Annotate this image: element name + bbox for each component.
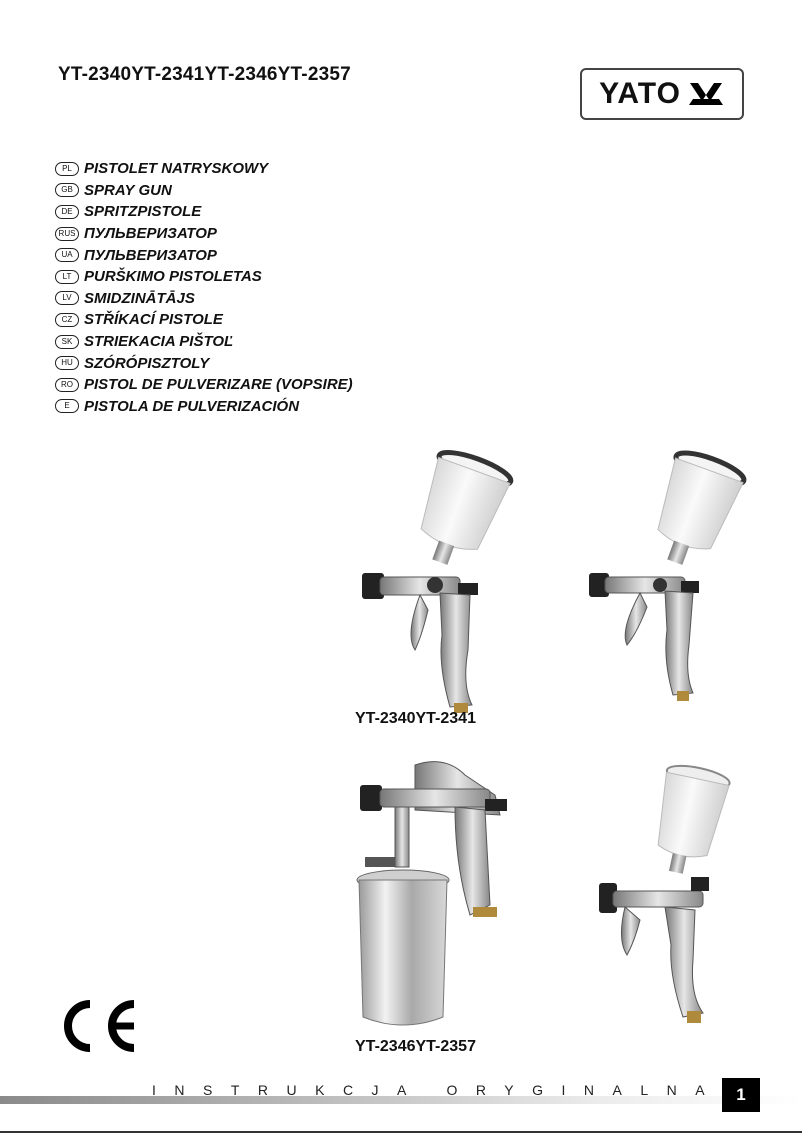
lang-title: PISTOLET NATRYSKOWY	[84, 160, 269, 178]
list-item: CZ STŘÍKACÍ PISTOLE	[55, 309, 353, 331]
list-item: UA ПУЛЬВЕРИЗАТОР	[55, 244, 353, 266]
list-item: GB SPRAY GUN	[55, 180, 353, 202]
lang-code-badge: DE	[55, 204, 79, 219]
lang-title: SMIDZINĀTĀJS	[84, 289, 195, 307]
lang-code-badge: LT	[55, 269, 79, 284]
lang-title: SZÓRÓPISZTOLY	[84, 354, 210, 372]
page-title: YT-2340YT-2341YT-2346YT-2357	[58, 64, 351, 85]
lang-code-badge: E	[55, 399, 79, 414]
lang-title: SPRITZPISTOLE	[84, 203, 202, 221]
list-item: LT PURŠKIMO PISTOLETAS	[55, 266, 353, 288]
lang-title: ПУЛЬВЕРИЗАТОР	[84, 246, 217, 264]
list-item: PL PISTOLET NATRYSKOWY	[55, 158, 353, 180]
list-item: SK STRIEKACIA PIŠTOĽ	[55, 331, 353, 353]
yato-mark-icon	[688, 83, 723, 105]
lang-title: PISTOLA DE PULVERIZACIÓN	[84, 397, 300, 415]
spray-gun-image	[356, 761, 507, 1026]
list-item: RUS ПУЛЬВЕРИЗАТОР	[55, 223, 353, 245]
lang-code-badge: RO	[55, 377, 79, 392]
lang-code-badge: CZ	[55, 312, 79, 327]
model-caption-top: YT-2340YT-2341	[355, 710, 476, 727]
footer-label: INSTRUKCJA ORYGINALNA	[152, 1082, 724, 1098]
lang-code-badge: GB	[55, 183, 79, 198]
list-item: E PISTOLA DE PULVERIZACIÓN	[55, 396, 353, 418]
list-item: HU SZÓRÓPISZTOLY	[55, 352, 353, 374]
bottom-divider	[0, 1131, 802, 1133]
brand-name: YATO	[599, 77, 681, 110]
lang-title: SPRAY GUN	[84, 181, 172, 199]
ce-mark-icon	[64, 1000, 135, 1052]
lang-code-badge: UA	[55, 248, 79, 263]
lang-title: STRIEKACIA PIŠTOĽ	[84, 333, 234, 351]
lang-code-badge: HU	[55, 356, 79, 371]
list-item: LV SMIDZINĀTĀJS	[55, 288, 353, 310]
lang-code-badge: PL	[55, 161, 79, 176]
lang-title: STŘÍKACÍ PISTOLE	[84, 311, 223, 329]
lang-title: ПУЛЬВЕРИЗАТОР	[84, 225, 217, 243]
model-caption-bottom: YT-2346YT-2357	[355, 1038, 476, 1055]
spray-gun-image	[362, 449, 514, 713]
lang-code-badge: RUS	[55, 226, 79, 241]
spray-gun-image	[599, 764, 731, 1023]
language-list: PL PISTOLET NATRYSKOWY GB SPRAY GUN DE SPRI…	[55, 158, 353, 417]
page-number: 1	[722, 1078, 760, 1112]
lang-code-badge: SK	[55, 334, 79, 349]
lang-title: PISTOL DE PULVERIZARE (VOPSIRE)	[84, 376, 353, 394]
spray-gun-image	[589, 450, 747, 701]
list-item: DE SPRITZPISTOLE	[55, 201, 353, 223]
yato-logo: YATO	[580, 68, 744, 120]
list-item: RO PISTOL DE PULVERIZARE (VOPSIRE)	[55, 374, 353, 396]
footer-divider	[0, 1096, 802, 1104]
lang-code-badge: LV	[55, 291, 79, 306]
lang-title: PURŠKIMO PISTOLETAS	[84, 268, 262, 286]
